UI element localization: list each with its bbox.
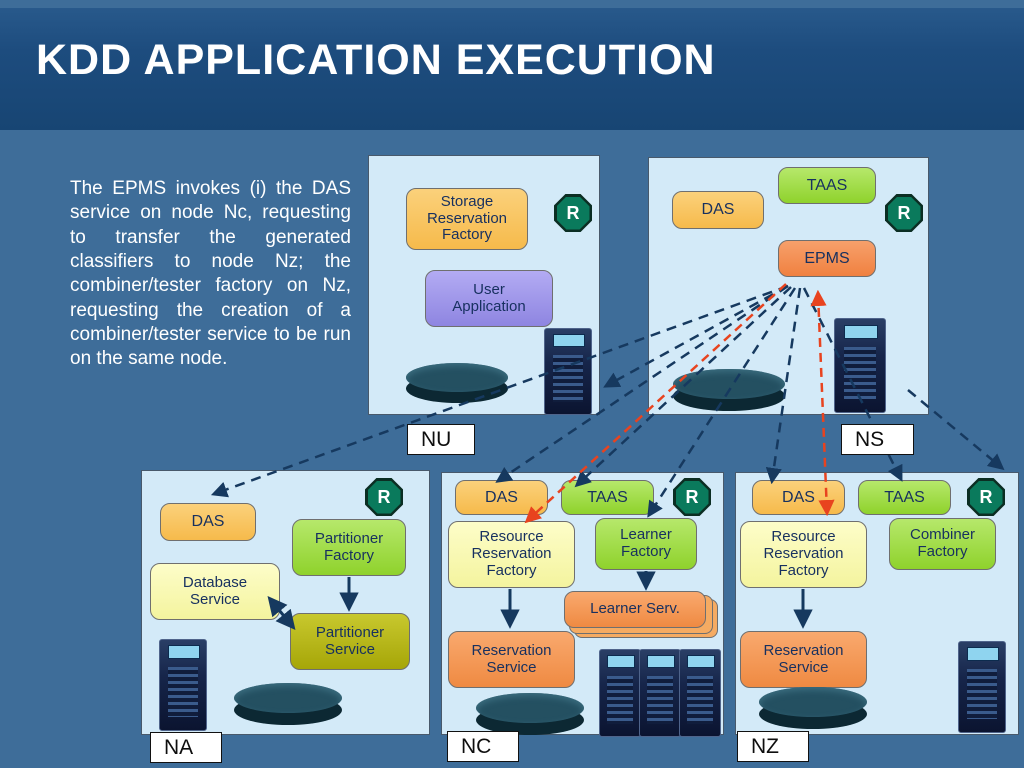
registry-badge-nz-label: R bbox=[969, 480, 1003, 514]
node-nc: DAS TAAS R Resource Reservation Factory … bbox=[441, 472, 724, 737]
taas-box-nz: TAAS bbox=[858, 480, 951, 515]
registry-badge-ns-label: R bbox=[887, 196, 921, 230]
description-text: The EPMS invokes (i) the DAS service on … bbox=[70, 178, 351, 370]
page-title: KDD APPLICATION EXECUTION bbox=[36, 36, 716, 84]
node-label-nc: NC bbox=[447, 731, 519, 762]
node-nz: DAS TAAS R Resource Reservation Factory … bbox=[735, 472, 1019, 735]
server-icon-nu bbox=[544, 328, 592, 415]
das-box-na: DAS bbox=[160, 503, 256, 541]
registry-badge-nu-label: R bbox=[556, 196, 590, 230]
server-icon-ns bbox=[834, 318, 886, 413]
disk-icon-nz bbox=[759, 687, 867, 729]
registry-badge-nc-label: R bbox=[675, 480, 709, 514]
resource-reservation-factory-box-nz: Resource Reservation Factory bbox=[740, 521, 867, 588]
title-banner bbox=[0, 8, 1024, 130]
registry-badge-nc: R bbox=[673, 478, 711, 516]
das-box-nz: DAS bbox=[752, 480, 845, 515]
node-label-nz: NZ bbox=[737, 731, 809, 762]
partitioner-factory-box: Partitioner Factory bbox=[292, 519, 406, 576]
reservation-service-box-nz: Reservation Service bbox=[740, 631, 867, 688]
learner-service-box: Learner Serv. bbox=[564, 591, 706, 628]
server-icon-nc bbox=[679, 649, 721, 737]
resource-reservation-factory-box-nc: Resource Reservation Factory bbox=[448, 521, 575, 588]
disk-icon-nc bbox=[476, 693, 584, 735]
combiner-factory-box: Combiner Factory bbox=[889, 518, 996, 570]
server-icon-na bbox=[159, 639, 207, 731]
registry-badge-ns: R bbox=[885, 194, 923, 232]
node-label-nu: NU bbox=[407, 424, 475, 455]
node-nu: Storage Reservation Factory R User Appli… bbox=[368, 155, 600, 415]
taas-box-nc: TAAS bbox=[561, 480, 654, 515]
server-icon-nc bbox=[639, 649, 681, 737]
user-application-box: User Application bbox=[425, 270, 553, 327]
registry-badge-na: R bbox=[365, 478, 403, 516]
registry-badge-na-label: R bbox=[367, 480, 401, 514]
disk-icon-nu bbox=[406, 363, 508, 403]
partitioner-service-box: Partitioner Service bbox=[290, 613, 410, 670]
das-box-nc: DAS bbox=[455, 480, 548, 515]
registry-badge-nz: R bbox=[967, 478, 1005, 516]
node-na: R DAS Partitioner Factory Database Servi… bbox=[141, 470, 430, 735]
registry-badge-nu: R bbox=[554, 194, 592, 232]
reservation-service-box-nc: Reservation Service bbox=[448, 631, 575, 688]
epms-box: EPMS bbox=[778, 240, 876, 277]
node-label-ns: NS bbox=[841, 424, 914, 455]
database-service-box: Database Service bbox=[150, 563, 280, 620]
taas-box-ns: TAAS bbox=[778, 167, 876, 204]
server-icon-nz bbox=[958, 641, 1006, 733]
server-icon-nc bbox=[599, 649, 641, 737]
node-ns: DAS TAAS R EPMS bbox=[648, 157, 929, 415]
node-label-na: NA bbox=[150, 732, 222, 763]
storage-reservation-factory-box: Storage Reservation Factory bbox=[406, 188, 528, 250]
disk-icon-ns bbox=[673, 369, 785, 411]
learner-factory-box: Learner Factory bbox=[595, 518, 697, 570]
disk-icon-na bbox=[234, 683, 342, 725]
das-box-ns: DAS bbox=[672, 191, 764, 229]
